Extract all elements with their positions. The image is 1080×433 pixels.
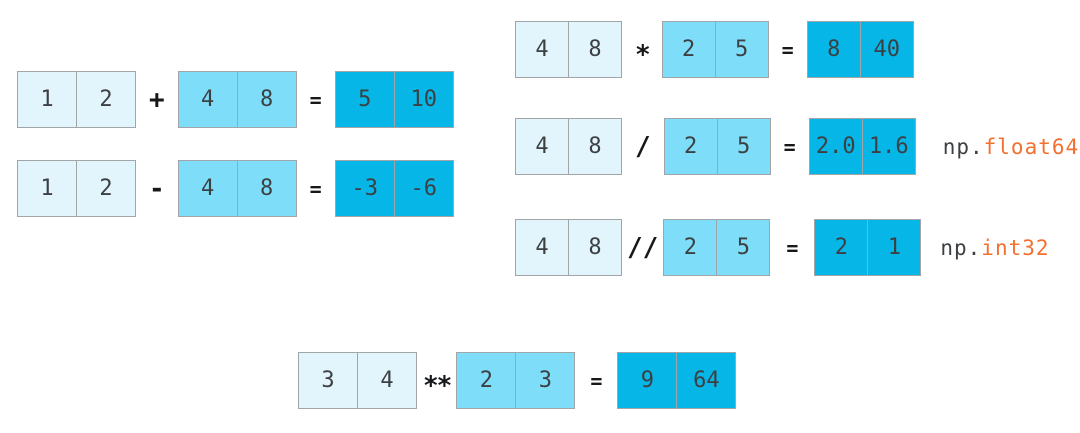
array-cell: 40 — [859, 22, 913, 77]
operand-a-array: 4 8 — [515, 21, 622, 78]
result-array: 2 1 — [814, 219, 922, 276]
result-array: 8 40 — [806, 21, 914, 78]
dtype-name: int32 — [981, 235, 1050, 260]
array-cell: 4 — [178, 72, 237, 127]
array-cell: 10 — [393, 72, 453, 127]
array-cell: 2 — [815, 220, 868, 275]
array-cell: 4 — [516, 220, 568, 275]
operand-b-array: 4 8 — [177, 160, 297, 217]
dtype-name: float64 — [983, 134, 1080, 159]
result-array: -3 -6 — [334, 160, 454, 217]
equals-sign: = — [783, 134, 796, 159]
array-cell: 8 — [568, 22, 621, 77]
operator-plus: + — [149, 84, 165, 115]
array-cell: 5 — [716, 119, 770, 174]
array-cell: 1.6 — [861, 119, 915, 174]
operator-minus: - — [149, 173, 165, 204]
operand-a-array: 1 2 — [17, 160, 136, 217]
result-array: 9 64 — [617, 352, 737, 409]
array-cell: 64 — [676, 353, 736, 408]
array-cell: 1 — [18, 72, 76, 127]
equation-row-add: 1 2 + 4 8 = 5 10 — [17, 71, 454, 128]
equals-sign: = — [590, 368, 603, 393]
operator-floor-divide: // — [627, 232, 659, 263]
array-cell: 8 — [236, 72, 296, 127]
array-cell: 4 — [516, 22, 568, 77]
array-cell: 2 — [76, 72, 135, 127]
array-cell: 2 — [76, 161, 135, 216]
array-cell: 8 — [807, 22, 860, 77]
equation-row-multiply: 4 8 * 2 5 = 8 40 — [515, 21, 914, 78]
array-cell: 2 — [664, 220, 717, 275]
operator-divide: / — [635, 131, 651, 162]
result-array: 5 10 — [334, 71, 454, 128]
array-cell: 9 — [618, 353, 677, 408]
array-cell: 4 — [357, 353, 416, 408]
dtype-prefix: np. — [940, 235, 982, 260]
array-cell: 8 — [568, 220, 621, 275]
array-cell: 5 — [716, 220, 770, 275]
equals-sign: = — [781, 37, 794, 62]
array-cell: 5 — [335, 72, 394, 127]
operand-a-array: 4 8 — [515, 118, 622, 175]
equals-sign: = — [786, 235, 799, 260]
operand-a-array: 1 2 — [17, 71, 136, 128]
operator-power: ** — [423, 370, 452, 401]
array-cell: 4 — [178, 161, 237, 216]
operand-a-array: 3 4 — [298, 352, 417, 409]
equation-row-power: 3 4 ** 2 3 = 9 64 — [298, 352, 737, 409]
array-cell: 3 — [515, 353, 575, 408]
array-cell: 4 — [516, 119, 568, 174]
array-cell: 1 — [867, 220, 921, 275]
dtype-label-int32: np.int32 — [940, 236, 1049, 260]
operand-b-array: 2 5 — [663, 219, 771, 276]
dtype-prefix: np. — [942, 134, 984, 159]
dtype-label-float64: np.float64 — [943, 135, 1079, 159]
array-cell: 8 — [568, 119, 621, 174]
operand-a-array: 4 8 — [515, 219, 622, 276]
operand-b-array: 4 8 — [177, 71, 297, 128]
equals-sign: = — [309, 87, 322, 112]
operand-b-array: 2 5 — [661, 21, 769, 78]
array-cell: 3 — [299, 353, 357, 408]
array-cell: 2 — [662, 22, 715, 77]
result-array: 2.0 1.6 — [808, 118, 916, 175]
operator-multiply: * — [635, 39, 651, 70]
equation-row-subtract: 1 2 - 4 8 = -3 -6 — [17, 160, 454, 217]
array-cell: 5 — [714, 22, 768, 77]
equation-row-divide: 4 8 / 2 5 = 2.0 1.6 np.float64 — [515, 118, 1079, 175]
array-cell: 2 — [664, 119, 717, 174]
equals-sign: = — [309, 176, 322, 201]
equation-row-floor-divide: 4 8 // 2 5 = 2 1 np.int32 — [515, 219, 1050, 276]
array-cell: 1 — [18, 161, 76, 216]
array-cell: 8 — [236, 161, 296, 216]
array-cell: -6 — [393, 161, 453, 216]
operand-b-array: 2 3 — [456, 352, 576, 409]
operand-b-array: 2 5 — [663, 118, 771, 175]
array-cell: 2.0 — [809, 119, 862, 174]
array-cell: -3 — [335, 161, 394, 216]
array-cell: 2 — [457, 353, 516, 408]
